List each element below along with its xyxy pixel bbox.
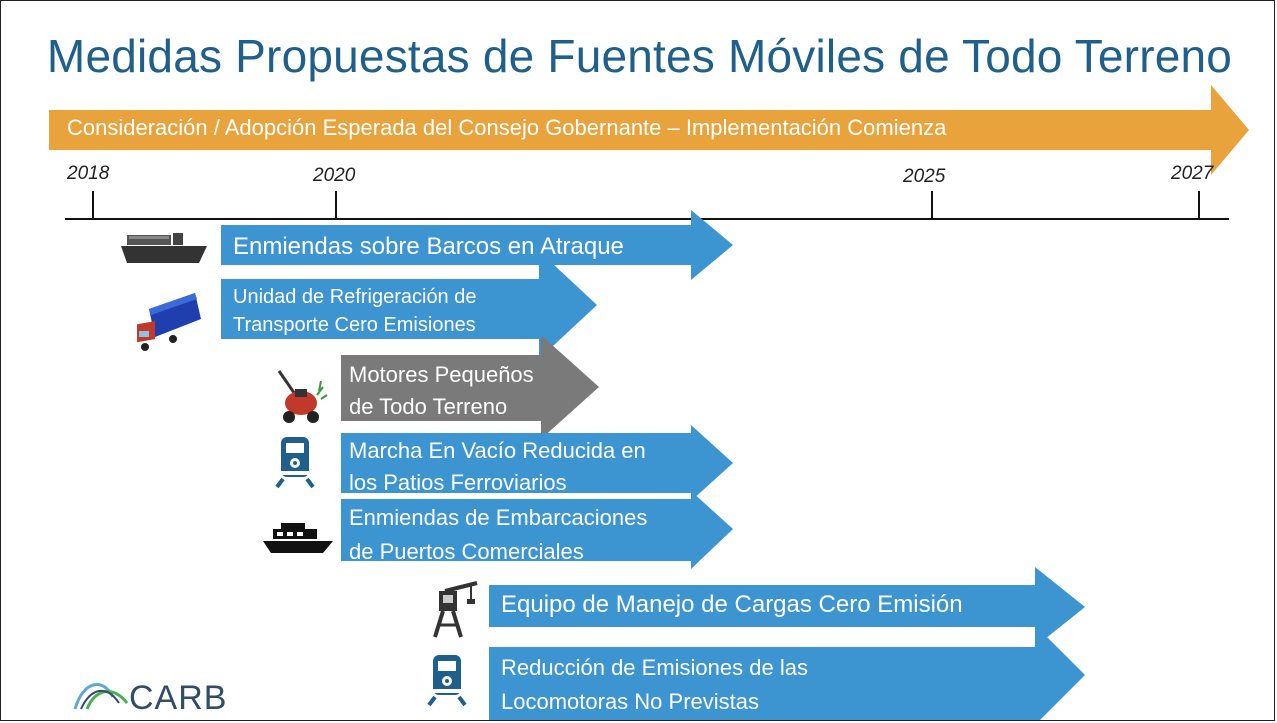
locomotive-icon (275, 437, 315, 489)
refrigerated-truck-icon (137, 293, 201, 351)
measure-7-line1: Reducción de Emisiones de las (501, 655, 808, 680)
year-label-2018: 2018 (67, 163, 110, 184)
measure-1-line1: Enmiendas sobre Barcos en Atraque (233, 233, 624, 260)
locomotive-icon (427, 655, 467, 707)
measure-2-label: Unidad de Refrigeración de Transporte Ce… (233, 283, 477, 339)
measure-3-label: Motores Pequeños de Todo Terreno (349, 359, 534, 423)
lawn-mower-icon (277, 370, 328, 423)
measure-4-label: Marcha En Vacío Reducida en los Patios F… (349, 435, 646, 499)
measure-4-line2: los Patios Ferroviarios (349, 470, 567, 495)
year-label-2025: 2025 (903, 166, 946, 187)
year-label-2027: 2027 (1171, 163, 1214, 184)
measure-bar-1 (221, 210, 733, 280)
slide-title: Medidas Propuestas de Fuentes Móviles de… (46, 30, 1233, 82)
implementation-banner-arrow (49, 85, 1249, 175)
measure-5-line1: Enmiendas de Embarcaciones (349, 505, 648, 530)
measure-6-label: Equipo de Manejo de Cargas Cero Emisión (501, 591, 963, 619)
banner-label: Consideración / Adopción Esperada del Co… (67, 115, 947, 140)
measure-4-line1: Marcha En Vacío Reducida en (349, 438, 646, 463)
measure-3-line2: de Todo Terreno (349, 394, 508, 419)
crane-icon (433, 581, 478, 638)
measure-7-line2: Locomotoras No Previstas (501, 689, 759, 714)
ferry-boat-icon (263, 523, 333, 553)
measure-6-line1: Equipo de Manejo de Cargas Cero Emisión (501, 591, 963, 618)
measure-bar-7 (489, 625, 1085, 720)
measure-5-label: Enmiendas de Embarcaciones de Puertos Co… (349, 501, 647, 569)
measure-bar-4 (341, 425, 733, 501)
measure-5-line2: de Puertos Comerciales (349, 539, 584, 564)
measure-2-line2: Transporte Cero Emisiones (233, 314, 476, 336)
ship-icon (121, 233, 207, 263)
measure-bar-3 (341, 335, 599, 439)
timeline-axis (65, 191, 1229, 220)
measure-7-label: Reducción de Emisiones de las Locomotora… (501, 651, 808, 719)
carb-logo-icon (73, 683, 129, 710)
measure-bar-5 (341, 491, 733, 569)
measure-3-line1: Motores Pequeños (349, 362, 534, 387)
carb-logo-text: CARB (129, 679, 228, 717)
year-label-2020: 2020 (313, 165, 356, 186)
measure-2-line1: Unidad de Refrigeración de (233, 286, 477, 308)
measure-bar-2 (221, 251, 597, 359)
measure-1-label: Enmiendas sobre Barcos en Atraque (233, 233, 624, 261)
measure-bar-6 (489, 567, 1085, 647)
